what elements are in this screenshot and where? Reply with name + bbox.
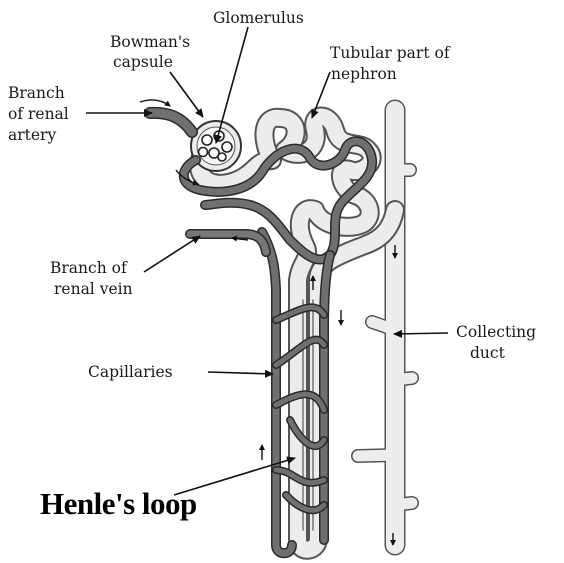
bowmans-label-line2: capsule: [113, 53, 173, 71]
artery-label-line3: artery: [8, 126, 56, 144]
collecting-label-line2: duct: [470, 344, 506, 362]
artery-label-line1: Branch: [8, 84, 65, 102]
capillaries-label: Capillaries: [88, 363, 173, 381]
vein-label-line2: renal vein: [54, 280, 133, 298]
tubular-label-line2: nephron: [331, 65, 397, 83]
tubular-label-line1: Tubular part of: [330, 44, 451, 62]
artery-label-line2: of renal: [8, 105, 69, 123]
vein-label-line1: Branch of: [50, 259, 128, 277]
henles-loop-label: Henle's loop: [40, 486, 197, 521]
bowmans-label-line1: Bowman's: [110, 33, 190, 51]
capillaries-leader: [208, 372, 273, 374]
glomerulus-label: Glomerulus: [213, 9, 304, 27]
collecting-leader: [394, 333, 448, 334]
bowmans-leader: [170, 72, 203, 117]
vein-leader: [144, 236, 200, 272]
collecting-label-line1: Collecting: [456, 323, 536, 341]
